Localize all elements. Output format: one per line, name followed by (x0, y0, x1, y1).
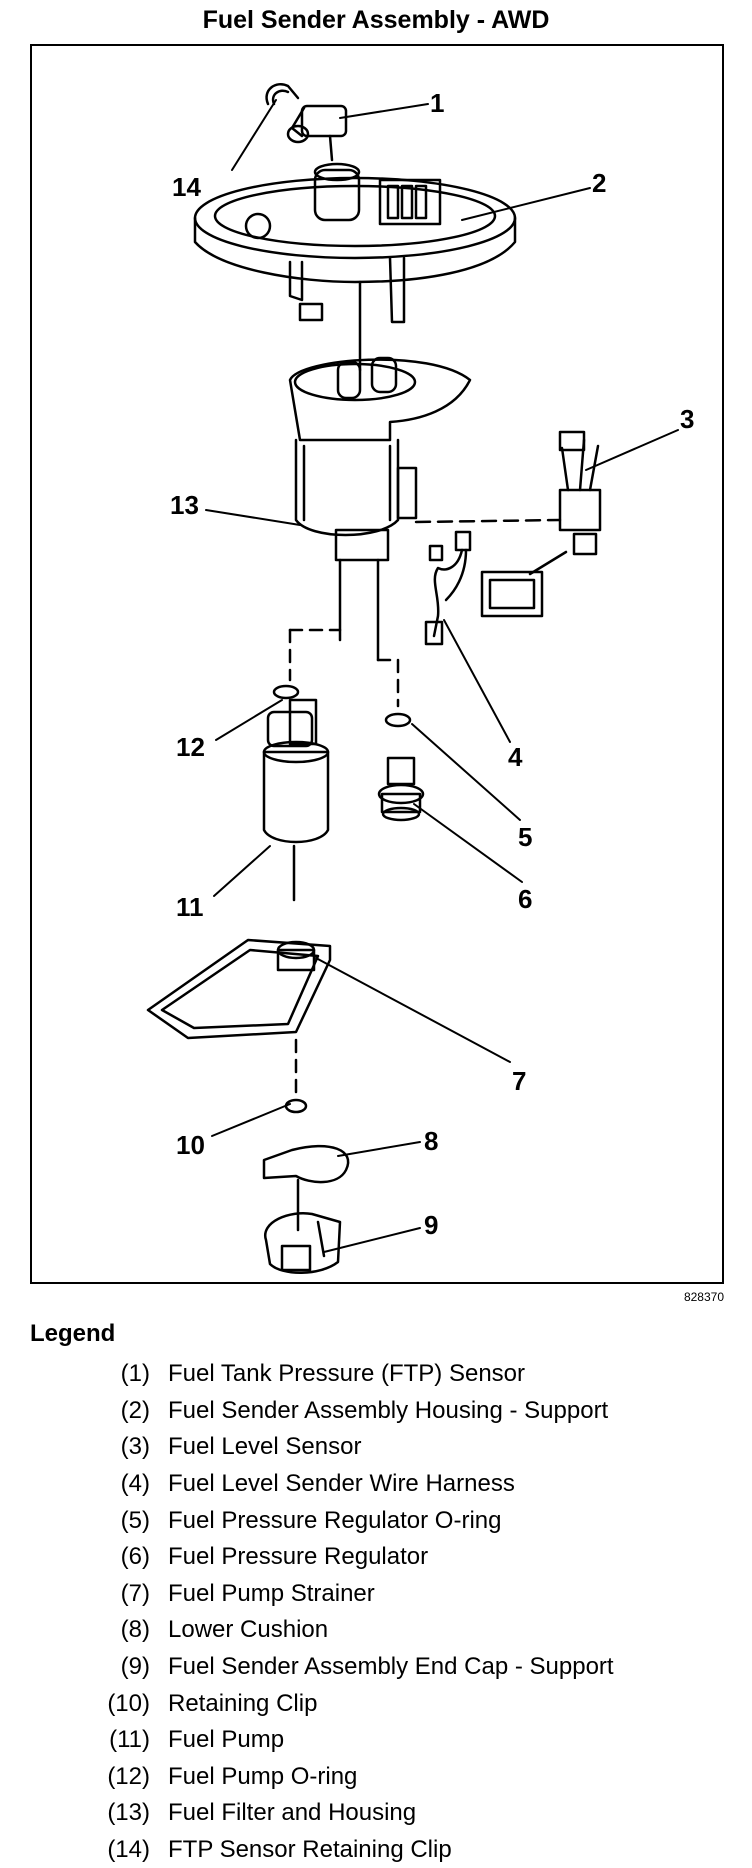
legend-number: (4) (120, 1470, 150, 1498)
callout-7: 7 (512, 1066, 526, 1096)
legend-title: Legend (30, 1320, 116, 1347)
legend-label: Fuel Pressure Regulator (168, 1543, 429, 1571)
callout-6: 6 (518, 884, 532, 914)
ftp-sensor-retaining-clip (265, 83, 300, 106)
legend-list: (1) Fuel Tank Pressure (FTP) Sensor (2) Fu… (80, 1356, 614, 1868)
legend-item: (14) FTP Sensor Retaining Clip (80, 1832, 614, 1868)
leader-lines (205, 99, 679, 1253)
legend-item: (6) Fuel Pressure Regulator (80, 1539, 614, 1576)
callout-13: 13 (170, 490, 199, 520)
legend-item: (13) Fuel Filter and Housing (80, 1795, 614, 1832)
legend-item: (4) Fuel Level Sender Wire Harness (80, 1466, 614, 1503)
legend-item: (9) Fuel Sender Assembly End Cap - Suppor… (80, 1649, 614, 1686)
lower-cushion (262, 1144, 350, 1232)
exploded-view-diagram: 1 2 3 4 5 6 7 8 9 10 11 12 13 14 (146, 83, 694, 1274)
legend-number: (11) (109, 1726, 150, 1754)
legend-item: (1) Fuel Tank Pressure (FTP) Sensor (80, 1356, 614, 1393)
legend-number: (14) (107, 1836, 150, 1864)
retaining-clip (284, 1038, 308, 1114)
legend-label: FTP Sensor Retaining Clip (168, 1836, 452, 1864)
legend-label: Fuel Pump Strainer (168, 1579, 375, 1607)
end-cap-support (264, 1211, 342, 1274)
callout-10: 10 (176, 1130, 205, 1160)
fuel-pump (262, 698, 330, 902)
callout-1: 1 (430, 88, 444, 118)
callout-9: 9 (424, 1210, 438, 1240)
callout-11: 11 (176, 892, 204, 922)
fuel-pressure-regulator-o-ring (376, 658, 412, 728)
legend-label: Fuel Pump (168, 1726, 285, 1754)
callout-12: 12 (176, 732, 205, 762)
legend-label: Fuel Pressure Regulator O-ring (168, 1506, 502, 1534)
legend-number: (8) (120, 1616, 150, 1644)
legend-label: Retaining Clip (168, 1689, 318, 1717)
legend-label: Fuel Level Sensor (168, 1433, 362, 1461)
legend-number: (1) (120, 1360, 150, 1388)
legend-item: (3) Fuel Level Sensor (80, 1429, 614, 1466)
legend-number: (10) (107, 1689, 150, 1717)
fuel-pump-o-ring (272, 628, 342, 700)
callout-14: 14 (172, 172, 201, 202)
callout-3: 3 (680, 404, 694, 434)
callout-5: 5 (518, 822, 532, 852)
fuel-level-wire-harness (424, 530, 472, 646)
legend-item: (2) Fuel Sender Assembly Housing - Suppor… (80, 1393, 614, 1430)
legend-item: (8) Lower Cushion (80, 1612, 614, 1649)
legend-number: (12) (107, 1762, 150, 1790)
legend-number: (2) (120, 1396, 150, 1424)
sender-housing-support (193, 162, 517, 372)
legend-number: (3) (120, 1433, 150, 1461)
legend-label: Fuel Sender Assembly Housing - Support (168, 1396, 609, 1424)
legend-label: Lower Cushion (168, 1616, 329, 1644)
legend-number: (9) (120, 1653, 150, 1681)
legend-number: (6) (120, 1543, 150, 1571)
legend-label: Fuel Pump O-ring (168, 1762, 358, 1790)
diagram-title: Fuel Sender Assembly - AWD (202, 6, 550, 34)
fuel-filter-housing (288, 356, 472, 662)
legend-label: Fuel Level Sender Wire Harness (168, 1470, 515, 1498)
figure-id: 828370 (683, 1290, 724, 1304)
legend-label: Fuel Filter and Housing (168, 1799, 417, 1827)
callout-4: 4 (508, 742, 523, 772)
callout-8: 8 (424, 1126, 438, 1156)
legend-item: (12) Fuel Pump O-ring (80, 1759, 614, 1796)
legend-item: (11) Fuel Pump (80, 1722, 614, 1759)
diagram-frame (30, 44, 724, 1284)
legend-item: (10) Retaining Clip (80, 1685, 614, 1722)
legend-label: Fuel Tank Pressure (FTP) Sensor (168, 1360, 526, 1388)
ftp-sensor (286, 104, 348, 162)
legend-number: (7) (120, 1579, 150, 1607)
callout-labels: 1 2 3 4 5 6 7 8 9 10 11 12 13 14 (170, 88, 694, 1240)
callout-2: 2 (592, 168, 606, 198)
fuel-pump-strainer (146, 938, 332, 1040)
fuel-pressure-regulator (377, 756, 425, 822)
legend-number: (5) (120, 1506, 150, 1534)
legend-number: (13) (107, 1799, 150, 1827)
legend-label: Fuel Sender Assembly End Cap - Support (168, 1653, 614, 1681)
fuel-level-sensor (414, 430, 602, 618)
legend-item: (5) Fuel Pressure Regulator O-ring (80, 1502, 614, 1539)
legend-item: (7) Fuel Pump Strainer (80, 1576, 614, 1613)
